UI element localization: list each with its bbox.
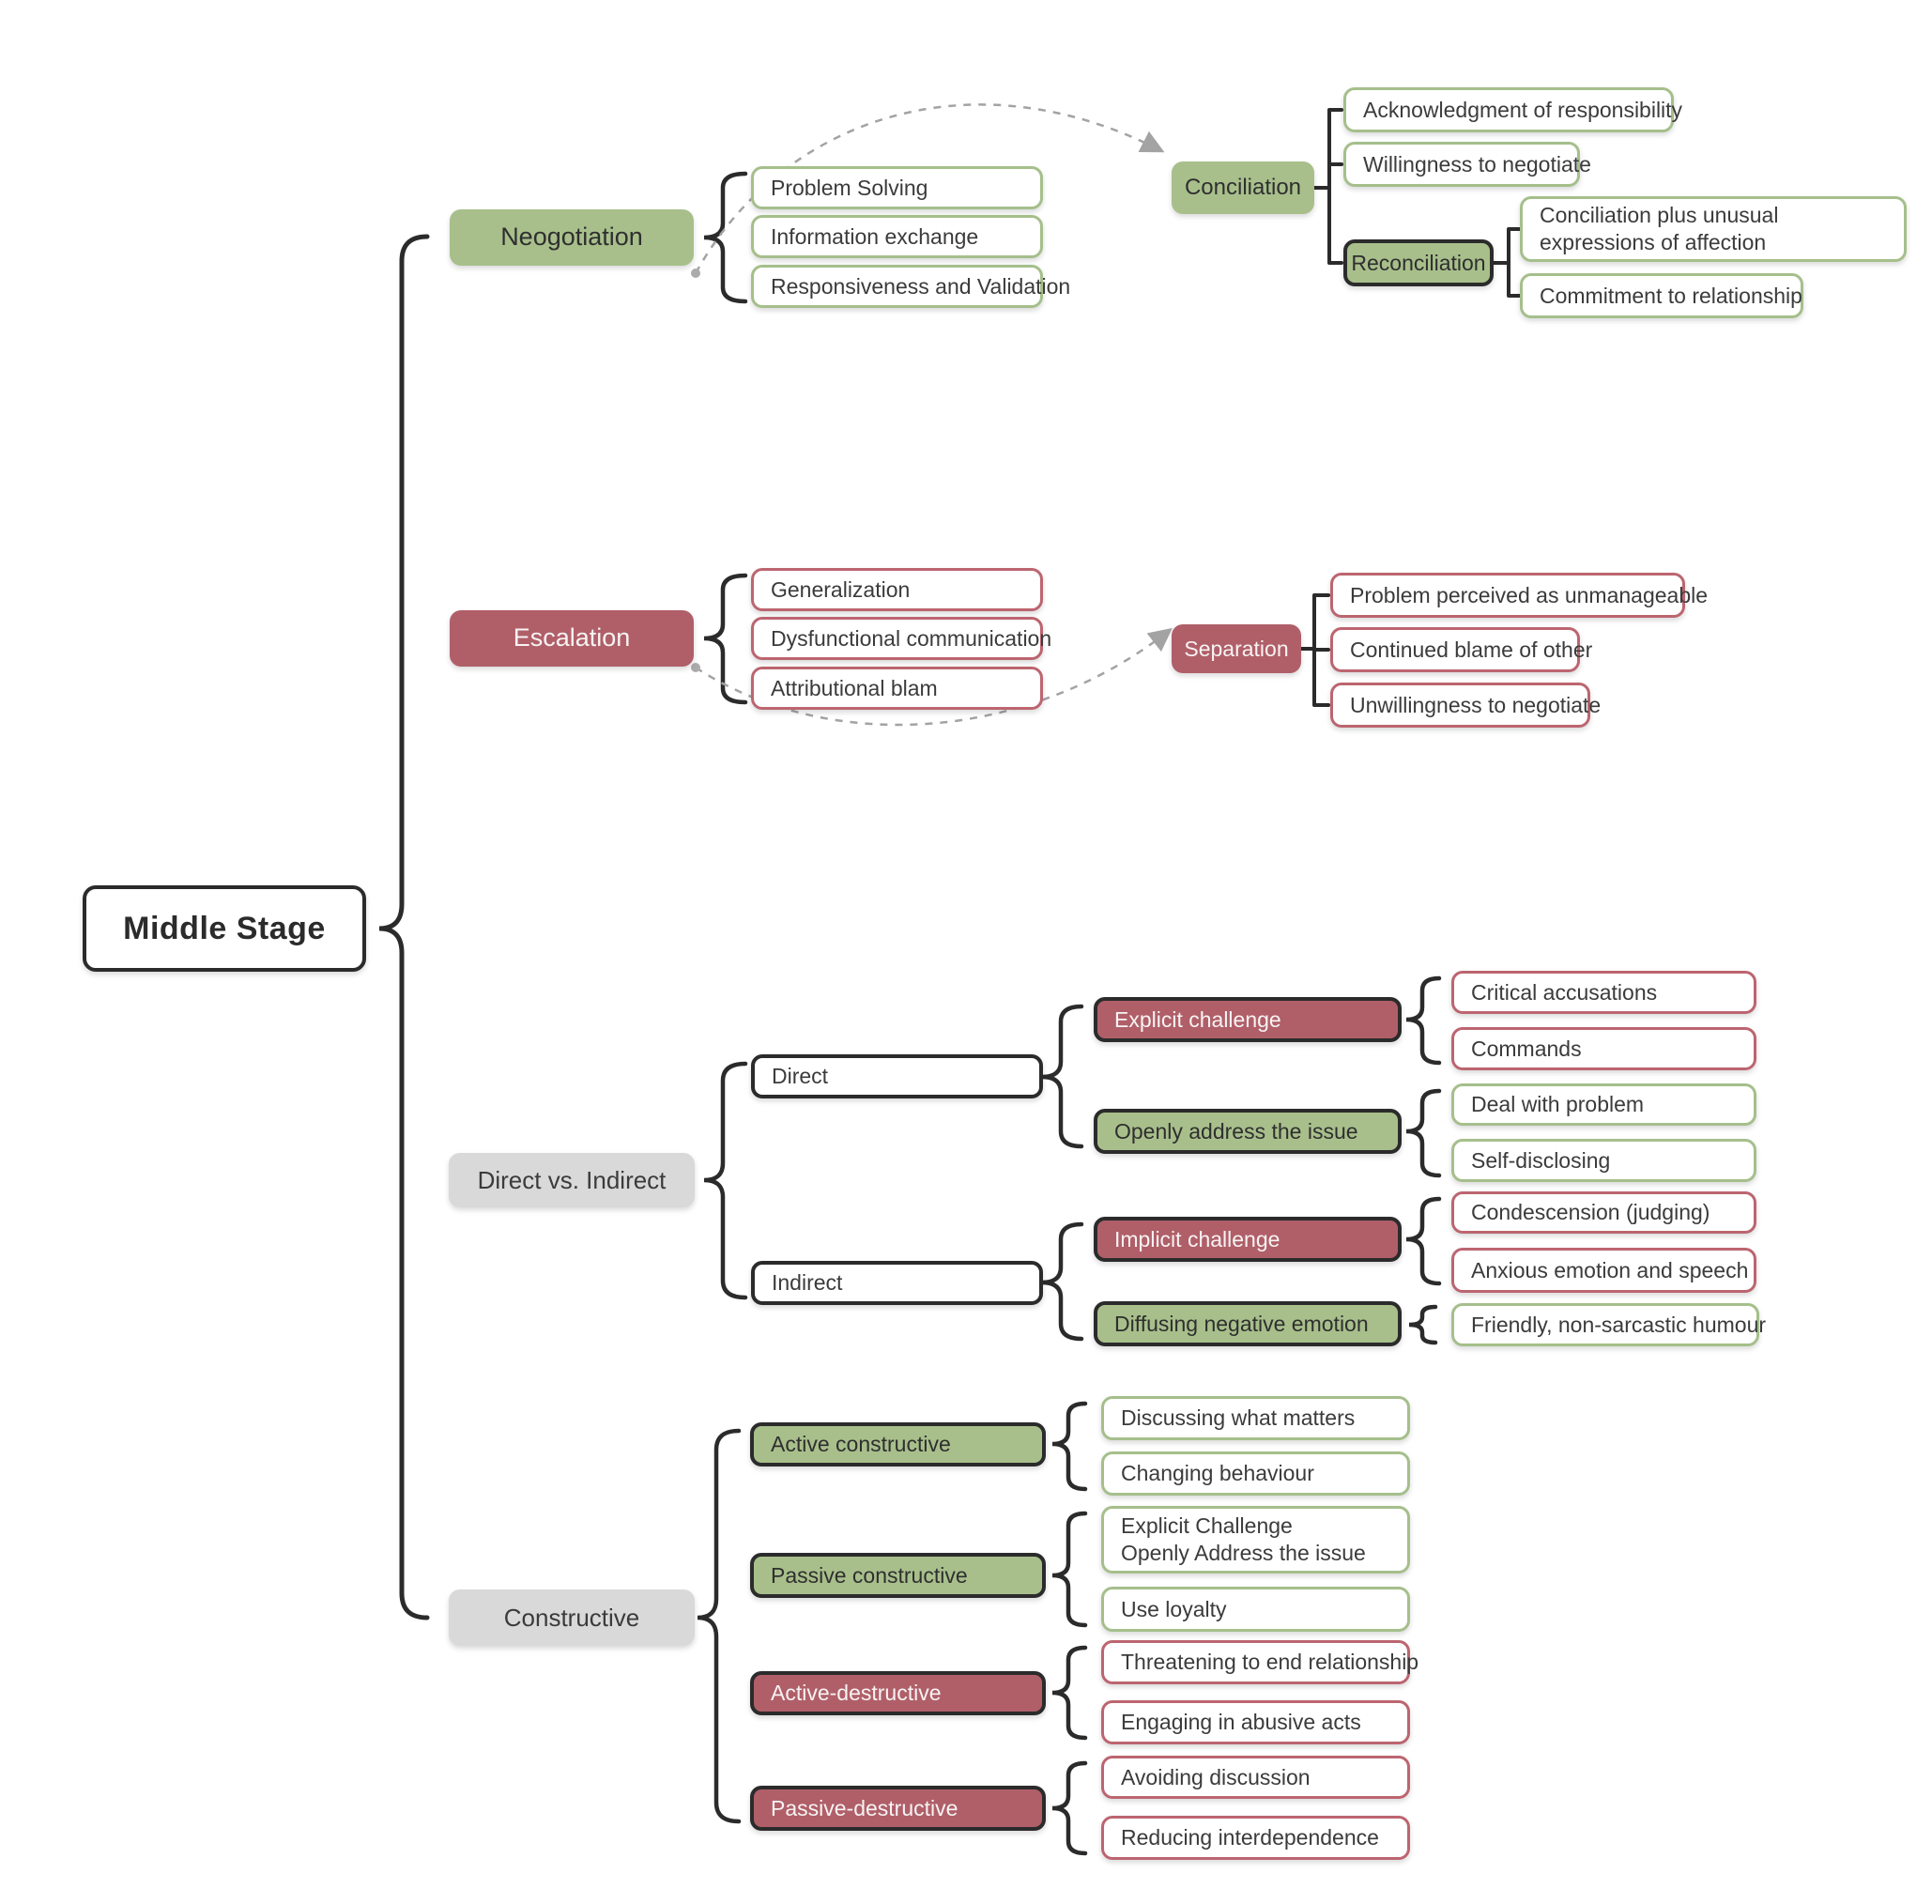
leaf-anxious-emotion-and-speech[interactable]: Anxious emotion and speech xyxy=(1451,1248,1756,1293)
node-reconciliation[interactable]: Reconciliation xyxy=(1343,239,1494,286)
leaf-condescension-judging[interactable]: Condescension (judging) xyxy=(1451,1191,1756,1234)
node-diffusing-negative-emotion[interactable]: Diffusing negative emotion xyxy=(1094,1301,1402,1346)
brace-constructive xyxy=(697,1428,742,1824)
node-passive-constructive[interactable]: Passive constructive xyxy=(750,1553,1046,1598)
elbow-reconciliation xyxy=(1492,227,1522,298)
brace-direct xyxy=(1041,1004,1084,1149)
leaf-dysfunctional-communication[interactable]: Dysfunctional communication xyxy=(751,617,1051,660)
node-direct[interactable]: Direct xyxy=(751,1054,1043,1098)
leaf-generalization[interactable]: Generalization xyxy=(751,568,1043,611)
leaf-critical-accusations[interactable]: Critical accusations xyxy=(1451,971,1756,1014)
leaf-friendly-non-sarcastic-humour[interactable]: Friendly, non-sarcastic humour xyxy=(1451,1303,1766,1346)
node-openly-address-the-issue[interactable]: Openly address the issue xyxy=(1094,1109,1402,1154)
brace-passive-destructive xyxy=(1051,1760,1088,1856)
brace-openly-address xyxy=(1405,1088,1442,1178)
node-indirect[interactable]: Indirect xyxy=(751,1261,1043,1305)
node-separation[interactable]: Separation xyxy=(1172,624,1301,673)
brace-escalation xyxy=(703,573,748,705)
brace-indirect xyxy=(1041,1221,1084,1342)
leaf-commitment-to-relationship[interactable]: Commitment to relationship xyxy=(1520,273,1803,318)
leaf-explicit-challenge-openly-address[interactable]: Explicit Challenge Openly Address the is… xyxy=(1101,1506,1410,1574)
brace-implicit-challenge xyxy=(1405,1196,1442,1286)
brace-diffusing xyxy=(1408,1304,1438,1345)
brace-root xyxy=(378,234,430,1620)
leaf-unwillingness-to-negotiate[interactable]: Unwillingness to negotiate xyxy=(1330,683,1601,728)
leaf-conciliation-plus-affection[interactable]: Conciliation plus unusual expressions of… xyxy=(1520,196,1907,262)
leaf-information-exchange[interactable]: Information exchange xyxy=(751,215,1043,258)
brace-active-destructive xyxy=(1051,1645,1088,1741)
leaf-deal-with-problem[interactable]: Deal with problem xyxy=(1451,1083,1756,1126)
dashed-origin-dot-escalation xyxy=(691,663,700,672)
dashed-origin-dot-negotiation xyxy=(691,269,700,278)
node-explicit-challenge[interactable]: Explicit challenge xyxy=(1094,997,1402,1042)
node-conciliation[interactable]: Conciliation xyxy=(1172,161,1314,214)
leaf-use-loyalty[interactable]: Use loyalty xyxy=(1101,1587,1410,1632)
node-direct-vs-indirect[interactable]: Direct vs. Indirect xyxy=(449,1153,695,1207)
leaf-continued-blame-of-other[interactable]: Continued blame of other xyxy=(1330,627,1592,672)
leaf-self-disclosing[interactable]: Self-disclosing xyxy=(1451,1139,1756,1182)
brace-negotiation xyxy=(703,171,748,304)
brace-passive-constructive xyxy=(1051,1511,1088,1628)
leaf-responsiveness-validation[interactable]: Responsiveness and Validation xyxy=(751,265,1070,308)
node-escalation[interactable]: Escalation xyxy=(450,610,694,667)
leaf-threatening-to-end-relationship[interactable]: Threatening to end relationship xyxy=(1101,1640,1418,1684)
leaf-problem-perceived-unmanageable[interactable]: Problem perceived as unmanageable xyxy=(1330,573,1708,618)
leaf-problem-solving[interactable]: Problem Solving xyxy=(751,166,1043,209)
brace-explicit-challenge xyxy=(1405,975,1442,1066)
brace-direct-vs-indirect xyxy=(703,1061,748,1300)
elbow-separation xyxy=(1299,593,1330,707)
brace-active-constructive xyxy=(1051,1401,1088,1492)
elbow-conciliation xyxy=(1312,108,1343,265)
node-active-destructive[interactable]: Active-destructive xyxy=(750,1671,1046,1715)
leaf-reducing-interdependence[interactable]: Reducing interdependence xyxy=(1101,1816,1410,1860)
leaf-commands[interactable]: Commands xyxy=(1451,1027,1756,1070)
node-passive-destructive[interactable]: Passive-destructive xyxy=(750,1786,1046,1831)
node-negotiation[interactable]: Neogotiation xyxy=(450,209,694,266)
leaf-acknowledgment-of-responsibility[interactable]: Acknowledgment of responsibility xyxy=(1343,87,1682,132)
leaf-attributional-blam[interactable]: Attributional blam xyxy=(751,667,1043,710)
leaf-willingness-to-negotiate[interactable]: Willingness to negotiate xyxy=(1343,142,1591,187)
leaf-discussing-what-matters[interactable]: Discussing what matters xyxy=(1101,1396,1410,1440)
leaf-engaging-in-abusive-acts[interactable]: Engaging in abusive acts xyxy=(1101,1700,1410,1744)
node-constructive[interactable]: Constructive xyxy=(449,1589,695,1646)
leaf-changing-behaviour[interactable]: Changing behaviour xyxy=(1101,1451,1410,1496)
node-implicit-challenge[interactable]: Implicit challenge xyxy=(1094,1217,1402,1262)
node-middle-stage[interactable]: Middle Stage xyxy=(83,885,366,972)
node-active-constructive[interactable]: Active constructive xyxy=(750,1422,1046,1466)
leaf-avoiding-discussion[interactable]: Avoiding discussion xyxy=(1101,1756,1410,1799)
